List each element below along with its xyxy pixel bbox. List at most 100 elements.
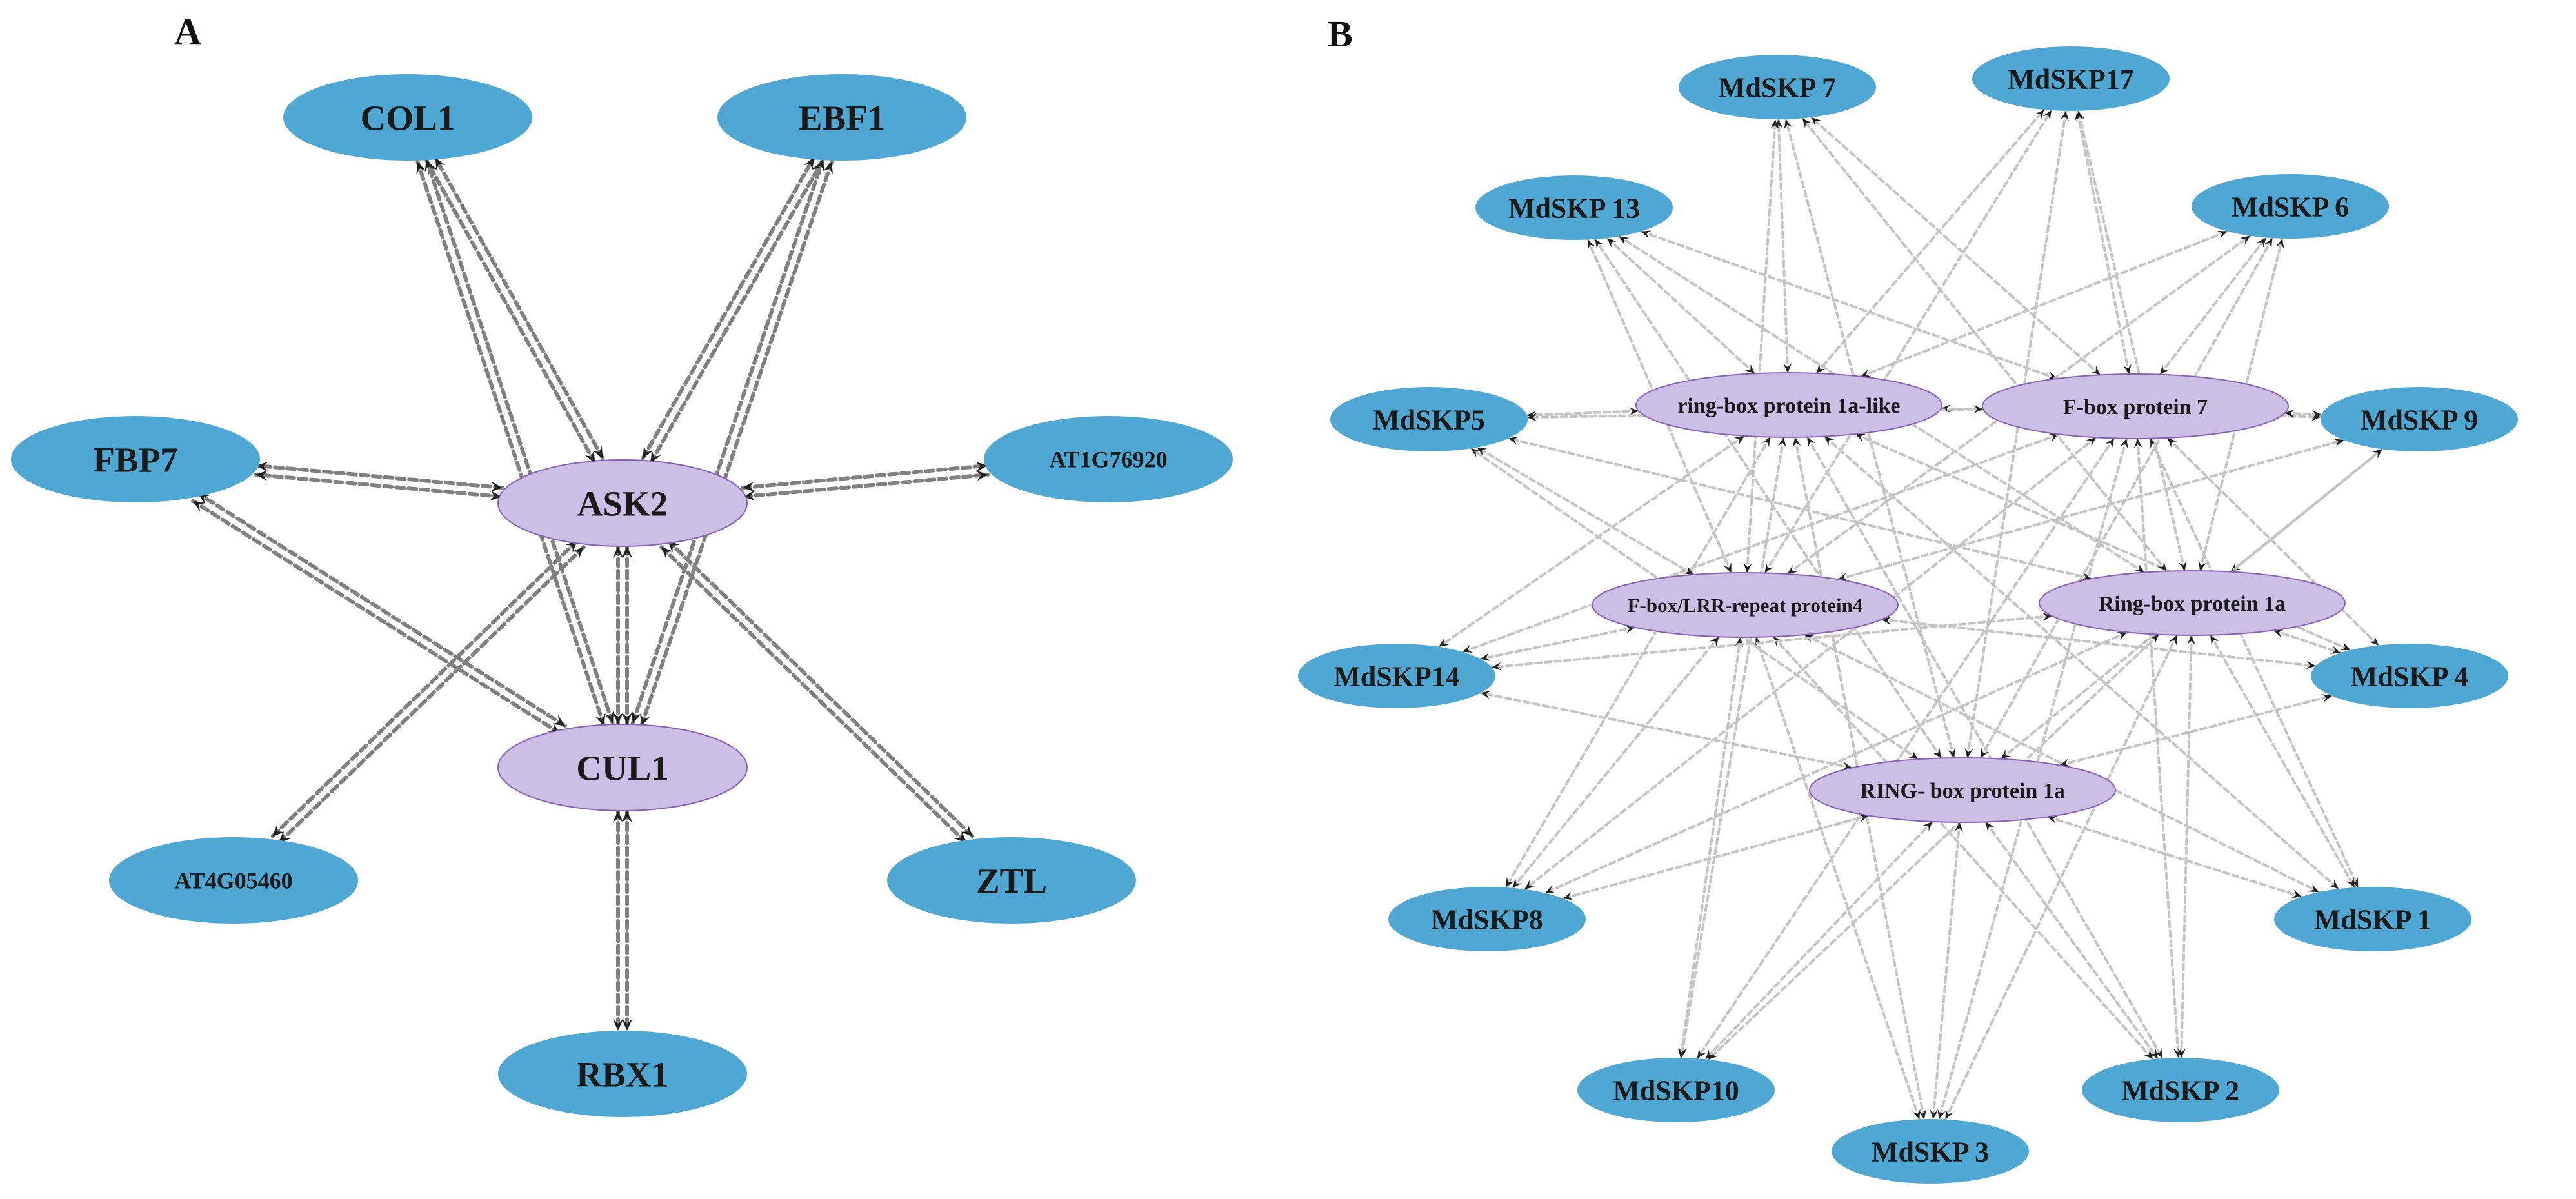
node-label: MdSKP8 xyxy=(1431,904,1543,935)
edge-FBLRR4-MdSKP8 xyxy=(1511,635,1721,889)
edge-ASK2-ZTL xyxy=(659,545,969,845)
edge-RBP1aLike-MdSKP1 xyxy=(1823,435,2340,891)
node-label: COL1 xyxy=(361,98,455,137)
node-AT4G05460: AT4G05460 xyxy=(109,837,358,924)
edge-RBP1aLike-MdSKP8 xyxy=(1504,435,1772,889)
edge-RBP1a-MdSKP3 xyxy=(1944,633,2179,1121)
node-label: RBX1 xyxy=(576,1055,669,1094)
edge-RBP1aLike-MdSKP3 xyxy=(1792,435,1927,1121)
edge-RBP1a-MdSKP7 xyxy=(1801,117,2168,573)
node-shape xyxy=(1298,644,1495,708)
node-label: Ring-box protein 1a xyxy=(2099,592,2286,616)
node-shape xyxy=(1330,387,1528,451)
edge-ASK2-FBP7 xyxy=(254,470,504,501)
edge-FBP7b-MdSKP4 xyxy=(2166,436,2380,647)
edge-FBLRR4-MdSKP7 xyxy=(1743,117,1779,575)
node-label: MdSKP5 xyxy=(1373,404,1485,435)
edge-RINGbox1a-MdSKP10 xyxy=(1704,820,1934,1061)
node-label: AT4G05460 xyxy=(174,868,292,894)
edge-CUL1-COL1 xyxy=(415,159,606,728)
node-label: MdSKP10 xyxy=(1613,1075,1739,1106)
node-shape xyxy=(1388,887,1586,951)
node-ASK2: ASK2 xyxy=(497,459,748,547)
edge-FBLRR4-MdSKP10 xyxy=(1677,635,1744,1060)
node-MdSKP14: MdSKP14 xyxy=(1298,644,1495,708)
node-CUL1: CUL1 xyxy=(497,724,748,811)
node-shape xyxy=(1972,46,2170,111)
edge-ASK2-EBF1 xyxy=(641,155,816,461)
node-label: F-box protein 7 xyxy=(2063,395,2208,419)
node-label: ring-box protein 1a-like xyxy=(1677,394,1900,418)
edge-FBLRR4-MdSKP17 xyxy=(1763,109,2053,575)
node-label: FBP7 xyxy=(93,440,177,479)
node-shape xyxy=(497,724,748,811)
node-COL1: COL1 xyxy=(283,74,532,161)
node-label: ASK2 xyxy=(577,484,668,523)
edge-RBP1aLike-MdSKP13 xyxy=(1606,237,1756,375)
edge-RBP1a-MdSKP10 xyxy=(1707,633,2161,1061)
edge-RBP1aLike-MdSKP6 xyxy=(1859,230,2229,378)
node-shape xyxy=(1475,175,1673,240)
node-shape xyxy=(283,74,532,161)
edge-RINGbox1a-MdSKP6 xyxy=(1979,237,2274,760)
edge-RBP1aLike-MdSKP14 xyxy=(1437,434,1746,648)
node-label: MdSKP 1 xyxy=(2314,904,2431,935)
node-MdSKP3: MdSKP 3 xyxy=(1832,1119,2029,1184)
edge-FBLRR4-MdSKP4 xyxy=(1880,616,2317,669)
panel-a-edges xyxy=(191,155,990,1033)
edge-RBP1a-MdSKP17 xyxy=(2076,109,2187,573)
node-label: MdSKP 2 xyxy=(2122,1075,2239,1106)
edge-RBP1a-MdSKP2 xyxy=(2177,633,2195,1060)
node-FBP7: FBP7 xyxy=(11,416,260,502)
edge-RBP1a-MdSKP14 xyxy=(1490,612,2053,671)
node-shape xyxy=(1577,1058,1775,1122)
node-label: ZTL xyxy=(976,861,1047,900)
edge-FBP7b-MdSKP8 xyxy=(1523,436,2097,891)
edge-ASK2-AT1G76920 xyxy=(741,461,990,492)
node-RBP1aLike: ring-box protein 1a-like xyxy=(1635,372,1942,438)
node-MdSKP1: MdSKP 1 xyxy=(2274,887,2471,951)
edge-FBP7b-MdSKP10 xyxy=(1695,437,2115,1060)
edge-RINGbox1a-MdSKP13 xyxy=(1593,237,1942,760)
node-label: MdSKP17 xyxy=(2008,63,2134,95)
edge-CUL1-RBX1 xyxy=(612,809,624,1033)
node-label: MdSKP 9 xyxy=(2361,404,2478,435)
node-shape xyxy=(1679,55,1876,119)
node-MdSKP8: MdSKP8 xyxy=(1388,887,1586,951)
node-shape xyxy=(1592,572,1899,638)
node-shape xyxy=(2039,570,2346,636)
node-RBP1a: Ring-box protein 1a xyxy=(2039,570,2346,636)
panel-a-label: A xyxy=(174,10,201,52)
edge-ASK2-AT1G76920 xyxy=(741,470,990,501)
node-MdSKP6: MdSKP 6 xyxy=(2192,174,2389,239)
edge-FBP7b-MdSKP9 xyxy=(2283,409,2323,419)
node-label: AT1G76920 xyxy=(1049,447,1167,473)
edge-RINGbox1a-MdSKP1 xyxy=(2046,815,2303,898)
node-MdSKP7: MdSKP 7 xyxy=(1679,55,1876,119)
edge-CUL1-FBP7 xyxy=(195,491,567,728)
edge-RBP1aLike-MdSKP17 xyxy=(1815,108,2046,375)
panel-b-label: B xyxy=(1328,13,1353,55)
edge-RINGbox1a-MdSKP7 xyxy=(1784,117,1956,760)
node-FBLRR4: F-box/LRR-repeat protein4 xyxy=(1592,572,1899,638)
edge-ASK2-CUL1 xyxy=(621,544,633,726)
node-MdSKP17: MdSKP17 xyxy=(1972,46,2170,111)
edge-FBLRR4-MdSKP2 xyxy=(1772,635,2154,1061)
node-shape xyxy=(1982,373,2289,439)
node-shape xyxy=(984,416,1233,502)
edge-FBP7b-MdSKP17 xyxy=(2075,109,2132,376)
edge-RINGbox1a-MdSKP2 xyxy=(1984,820,2159,1060)
node-shape xyxy=(2082,1058,2279,1122)
edge-RINGbox1a-MdSKP17 xyxy=(1964,109,2069,760)
node-FBP7b: F-box protein 7 xyxy=(1982,373,2289,439)
node-EBF1: EBF1 xyxy=(717,74,966,161)
edge-CUL1-COL1 xyxy=(424,157,615,726)
edge-RINGbox1a-MdSKP4 xyxy=(2058,694,2333,768)
edge-CUL1-EBF1 xyxy=(630,157,825,726)
node-MdSKP4: MdSKP 4 xyxy=(2311,644,2508,708)
edge-FBP7b-MdSKP2 xyxy=(2133,437,2182,1060)
node-RINGbox1a: RING- box protein 1a xyxy=(1809,757,2116,823)
node-MdSKP13: MdSKP 13 xyxy=(1475,175,1673,240)
